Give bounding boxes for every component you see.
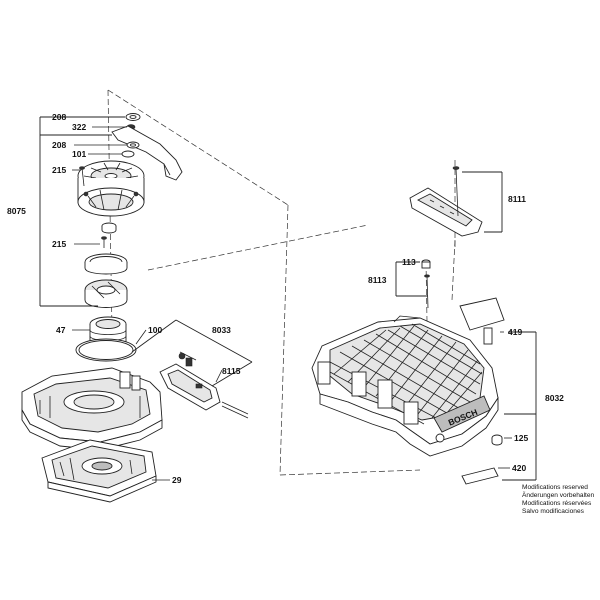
part-plate-420 <box>461 467 499 485</box>
part-knob-125 <box>491 434 503 446</box>
part-washer-208-top <box>125 113 141 121</box>
label-100: 100 <box>148 325 162 335</box>
label-101: 101 <box>72 149 86 159</box>
part-lever-arm <box>111 125 183 181</box>
assembly-line-bottom <box>279 469 421 476</box>
part-fan-8075 <box>77 160 145 217</box>
part-housing-base <box>21 367 163 451</box>
label-419: 419 <box>508 327 522 337</box>
notice-line-en: Modifications reserved <box>522 484 588 491</box>
label-8115: 8115 <box>222 366 241 376</box>
assembly-line-mid <box>147 224 369 271</box>
part-ring-101 <box>121 150 135 158</box>
part-washer-208-mid <box>126 141 140 149</box>
part-eccentric-weight <box>84 279 128 308</box>
assembly-line-right <box>279 204 289 476</box>
label-8111: 8111 <box>508 194 526 204</box>
screw-axis-lower <box>451 239 456 301</box>
notice-line-fr: Modifications réservées <box>522 500 592 507</box>
part-screw-215-top <box>79 166 85 187</box>
part-sanding-pad-29 <box>41 439 157 503</box>
label-47: 47 <box>56 325 66 335</box>
part-screw-113 <box>421 259 431 269</box>
label-322: 322 <box>72 122 86 132</box>
notice-line-de: Änderungen vorbehalten <box>522 491 595 499</box>
modifications-notice: Modifications reserved Änderungen vorbeh… <box>522 484 595 515</box>
label-8033: 8033 <box>212 325 231 335</box>
part-number-labels: 208 322 208 101 215 8075 215 47 100 8033… <box>7 112 564 485</box>
label-8113: 8113 <box>368 275 387 285</box>
label-208-top: 208 <box>52 112 66 122</box>
part-bushing <box>101 222 117 234</box>
part-label-419 <box>459 297 505 331</box>
label-113: 113 <box>402 257 416 267</box>
label-8075: 8075 <box>7 206 26 216</box>
part-housing-cover-8032: BOSCH <box>311 315 499 457</box>
label-215-bottom: 215 <box>52 239 66 249</box>
part-clamp-8111 <box>409 166 483 237</box>
label-215-top: 215 <box>52 165 66 175</box>
part-switch-8115 <box>159 351 249 419</box>
callout-leaders <box>39 116 537 481</box>
label-420: 420 <box>512 463 526 473</box>
label-208-mid: 208 <box>52 140 66 150</box>
part-eccentric-ring <box>84 253 128 275</box>
part-screw-215-bottom <box>101 236 107 248</box>
label-125: 125 <box>514 433 528 443</box>
label-8032: 8032 <box>545 393 564 403</box>
part-seal-ring-100 <box>75 338 137 362</box>
label-29: 29 <box>172 475 182 485</box>
part-screw-8113 <box>424 274 430 309</box>
notice-line-es: Salvo modificaciones <box>522 508 585 515</box>
